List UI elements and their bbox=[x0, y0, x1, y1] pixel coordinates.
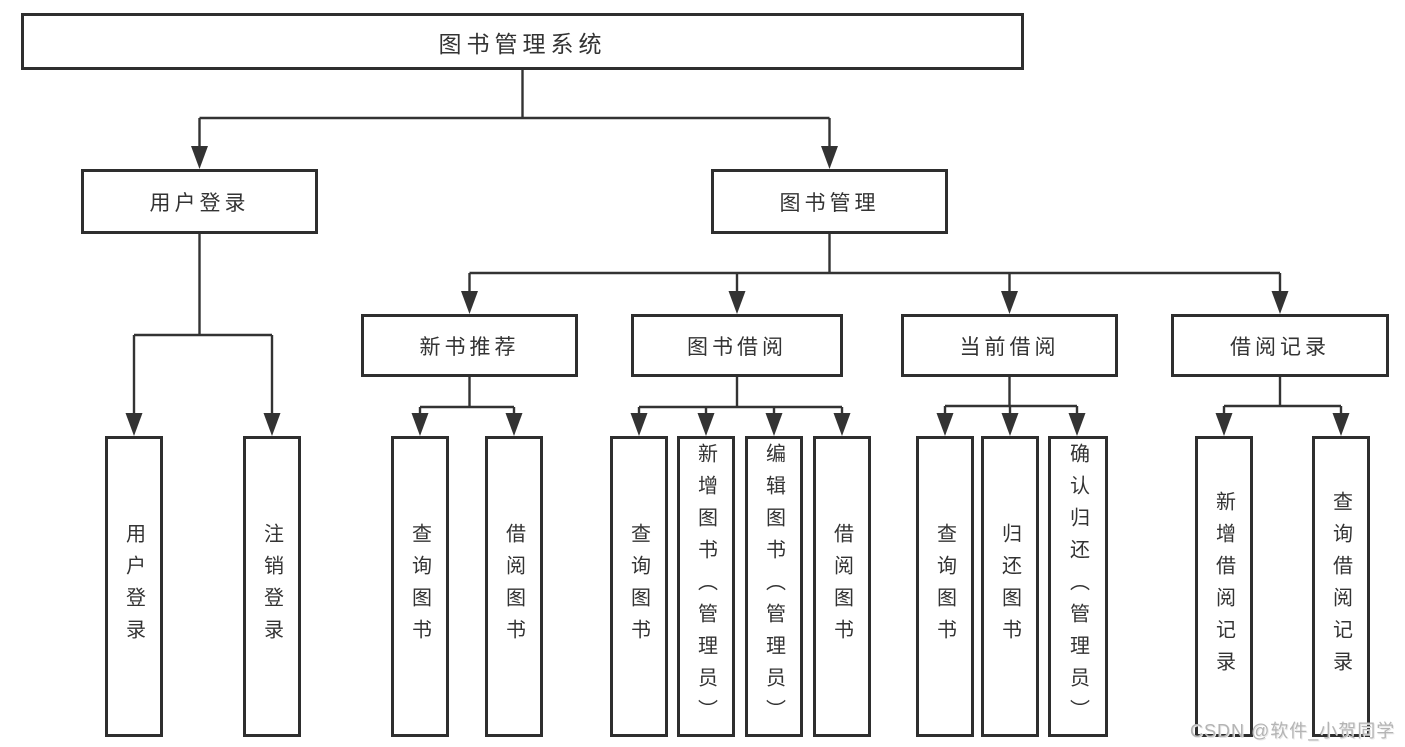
arrowhead-icon bbox=[1332, 413, 1350, 436]
arrowhead-icon bbox=[728, 291, 746, 314]
node-new-book-recommendation: 新书推荐 bbox=[361, 314, 578, 377]
arrowhead-icon bbox=[765, 413, 783, 436]
leaf-current-query-books: 查询图书 bbox=[916, 436, 974, 737]
node-book-management: 图书管理 bbox=[711, 169, 948, 234]
node-borrowing-records: 借阅记录 bbox=[1171, 314, 1389, 377]
node-label: 新书推荐 bbox=[419, 335, 520, 359]
arrowhead-icon bbox=[1271, 291, 1289, 314]
arrowhead-icon bbox=[1001, 291, 1018, 314]
node-current-borrowing: 当前借阅 bbox=[901, 314, 1118, 377]
node-label: 新增图书（管理员） bbox=[694, 442, 717, 731]
node-library-system: 图书管理系统 bbox=[21, 13, 1024, 70]
leaf-borrow-borrow-books: 借阅图书 bbox=[813, 436, 871, 737]
node-label: 编辑图书（管理员） bbox=[762, 442, 785, 731]
arrowhead-icon bbox=[936, 413, 954, 436]
arrowhead-icon bbox=[263, 413, 281, 436]
leaf-borrow-edit-books-admin: 编辑图书（管理员） bbox=[745, 436, 803, 737]
arrowhead-icon bbox=[411, 413, 429, 436]
leaf-newbook-query-books: 查询图书 bbox=[391, 436, 449, 737]
csdn-watermark: CSDN @软件_小贺同学 bbox=[1190, 721, 1396, 741]
node-label: 归还图书 bbox=[998, 522, 1021, 651]
leaf-current-return-books: 归还图书 bbox=[981, 436, 1039, 737]
leaf-newbook-borrow-books: 借阅图书 bbox=[485, 436, 543, 737]
arrowhead-icon bbox=[833, 413, 851, 436]
node-label: 图书管理 bbox=[779, 191, 880, 215]
node-label: 查询图书 bbox=[408, 522, 431, 651]
arrowhead-icon bbox=[191, 146, 208, 169]
node-label: 新增借阅记录 bbox=[1212, 490, 1235, 683]
node-label: 借阅记录 bbox=[1230, 335, 1330, 359]
arrowhead-icon bbox=[1001, 413, 1019, 436]
leaf-user-login: 用户登录 bbox=[105, 436, 163, 737]
leaf-borrow-query-books: 查询图书 bbox=[610, 436, 668, 737]
node-label: 确认归还（管理员） bbox=[1066, 442, 1089, 731]
node-label: 注销登录 bbox=[260, 522, 283, 651]
arrowhead-icon bbox=[630, 413, 648, 436]
connector-bookborrow-to-leaves bbox=[630, 377, 851, 436]
leaf-records-query-record: 查询借阅记录 bbox=[1312, 436, 1370, 737]
connector-newbook-to-leaves bbox=[411, 377, 523, 436]
arrowhead-icon bbox=[821, 146, 838, 169]
node-label: 用户登录 bbox=[122, 522, 145, 651]
node-label: 查询图书 bbox=[627, 522, 650, 651]
node-user-login: 用户登录 bbox=[81, 169, 318, 234]
leaf-current-confirm-return-admin: 确认归还（管理员） bbox=[1048, 436, 1108, 737]
arrowhead-icon bbox=[461, 291, 478, 314]
arrowhead-icon bbox=[1068, 413, 1086, 436]
node-label: 查询借阅记录 bbox=[1329, 490, 1352, 683]
connector-currentborrow-to-leaves bbox=[936, 377, 1086, 436]
node-label: 借阅图书 bbox=[502, 522, 525, 651]
node-label: 借阅图书 bbox=[830, 522, 853, 651]
connector-userlogin-to-leaves bbox=[125, 234, 281, 436]
connector-root-to-level2 bbox=[191, 70, 838, 169]
node-label: 用户登录 bbox=[149, 191, 250, 215]
leaf-logout: 注销登录 bbox=[243, 436, 301, 737]
arrowhead-icon bbox=[1215, 413, 1233, 436]
leaf-borrow-add-books-admin: 新增图书（管理员） bbox=[677, 436, 735, 737]
leaf-records-add-record: 新增借阅记录 bbox=[1195, 436, 1253, 737]
node-book-borrowing: 图书借阅 bbox=[631, 314, 843, 377]
node-label: 当前借阅 bbox=[959, 335, 1060, 359]
connector-bookmgmt-to-level3 bbox=[461, 234, 1289, 314]
arrowhead-icon bbox=[125, 413, 143, 436]
connector-borrowrecords-to-leaves bbox=[1215, 377, 1350, 436]
arrowhead-icon bbox=[697, 413, 715, 436]
node-label: 图书借阅 bbox=[687, 335, 787, 359]
arrowhead-icon bbox=[505, 413, 523, 436]
node-label: 查询图书 bbox=[933, 522, 956, 651]
node-label: 图书管理系统 bbox=[438, 30, 607, 57]
